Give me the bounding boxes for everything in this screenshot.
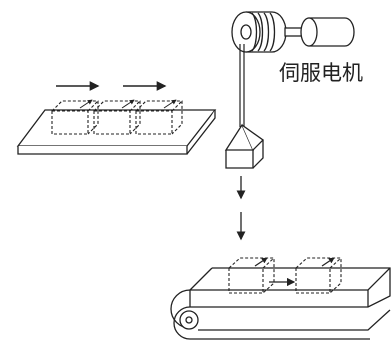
moving-dashed-boxes bbox=[51, 100, 183, 135]
left-platform bbox=[16, 109, 217, 155]
servo-motor bbox=[231, 11, 355, 53]
servo-motor-label: 伺服电机 bbox=[279, 61, 363, 85]
conveyor-box-1 bbox=[228, 257, 275, 294]
lifting-cable bbox=[239, 44, 245, 127]
hanging-load bbox=[224, 123, 265, 169]
conveyor-dashed-boxes bbox=[228, 257, 342, 294]
dashed-box-3 bbox=[135, 100, 183, 135]
conveyor-motion-arrows bbox=[254, 257, 335, 287]
dashed-box-2 bbox=[93, 100, 141, 135]
conveyor-belt bbox=[170, 267, 391, 340]
conveyor-box-2 bbox=[295, 257, 342, 294]
dashed-box-small-arrows bbox=[79, 99, 177, 109]
dashed-box-1 bbox=[51, 100, 99, 135]
